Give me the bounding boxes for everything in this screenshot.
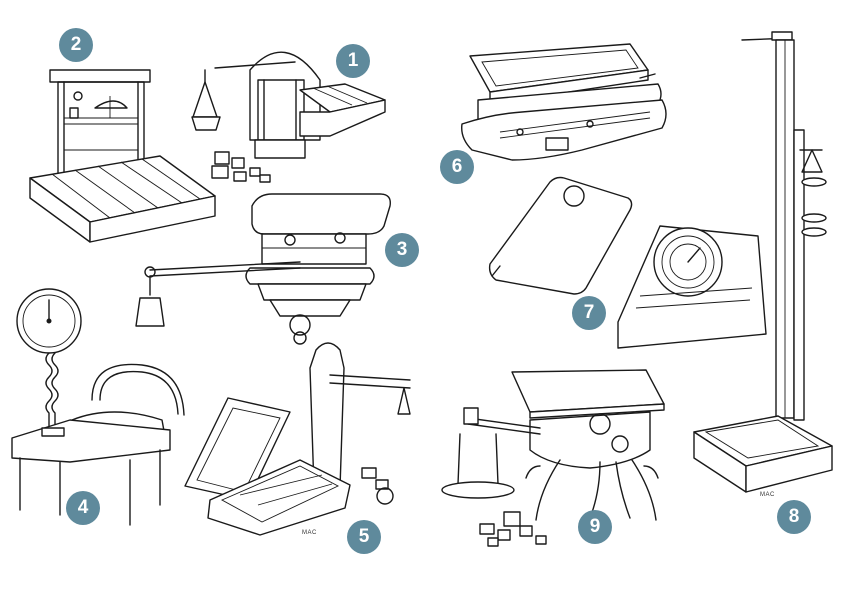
artist-signature: MAC — [302, 530, 317, 536]
badge-9: 9 — [578, 510, 612, 544]
badge-4: 4 — [66, 491, 100, 525]
bathroom-scales-drawing — [488, 176, 767, 349]
cabinet-platform-scale-drawing — [29, 69, 216, 243]
badge-3: 3 — [385, 233, 419, 267]
pedestal-counter-scale-drawing — [135, 193, 391, 345]
platform-beam-scale-drawing — [191, 51, 386, 183]
badge-8: 8 — [777, 500, 811, 534]
badge-2: 2 — [59, 28, 93, 62]
column-platform-scale-drawing — [184, 342, 411, 536]
badge-5: 5 — [347, 520, 381, 554]
badge-7: 7 — [572, 296, 606, 330]
height-weight-column-scale-drawing — [693, 31, 833, 493]
badge-6: 6 — [440, 150, 474, 184]
artist-signature: MAC — [760, 492, 775, 498]
ornate-iron-beam-scale-drawing — [441, 369, 665, 547]
chair-scale-with-dial-drawing — [11, 288, 185, 526]
shop-counter-scale-drawing — [461, 43, 667, 161]
badge-1: 1 — [336, 44, 370, 78]
